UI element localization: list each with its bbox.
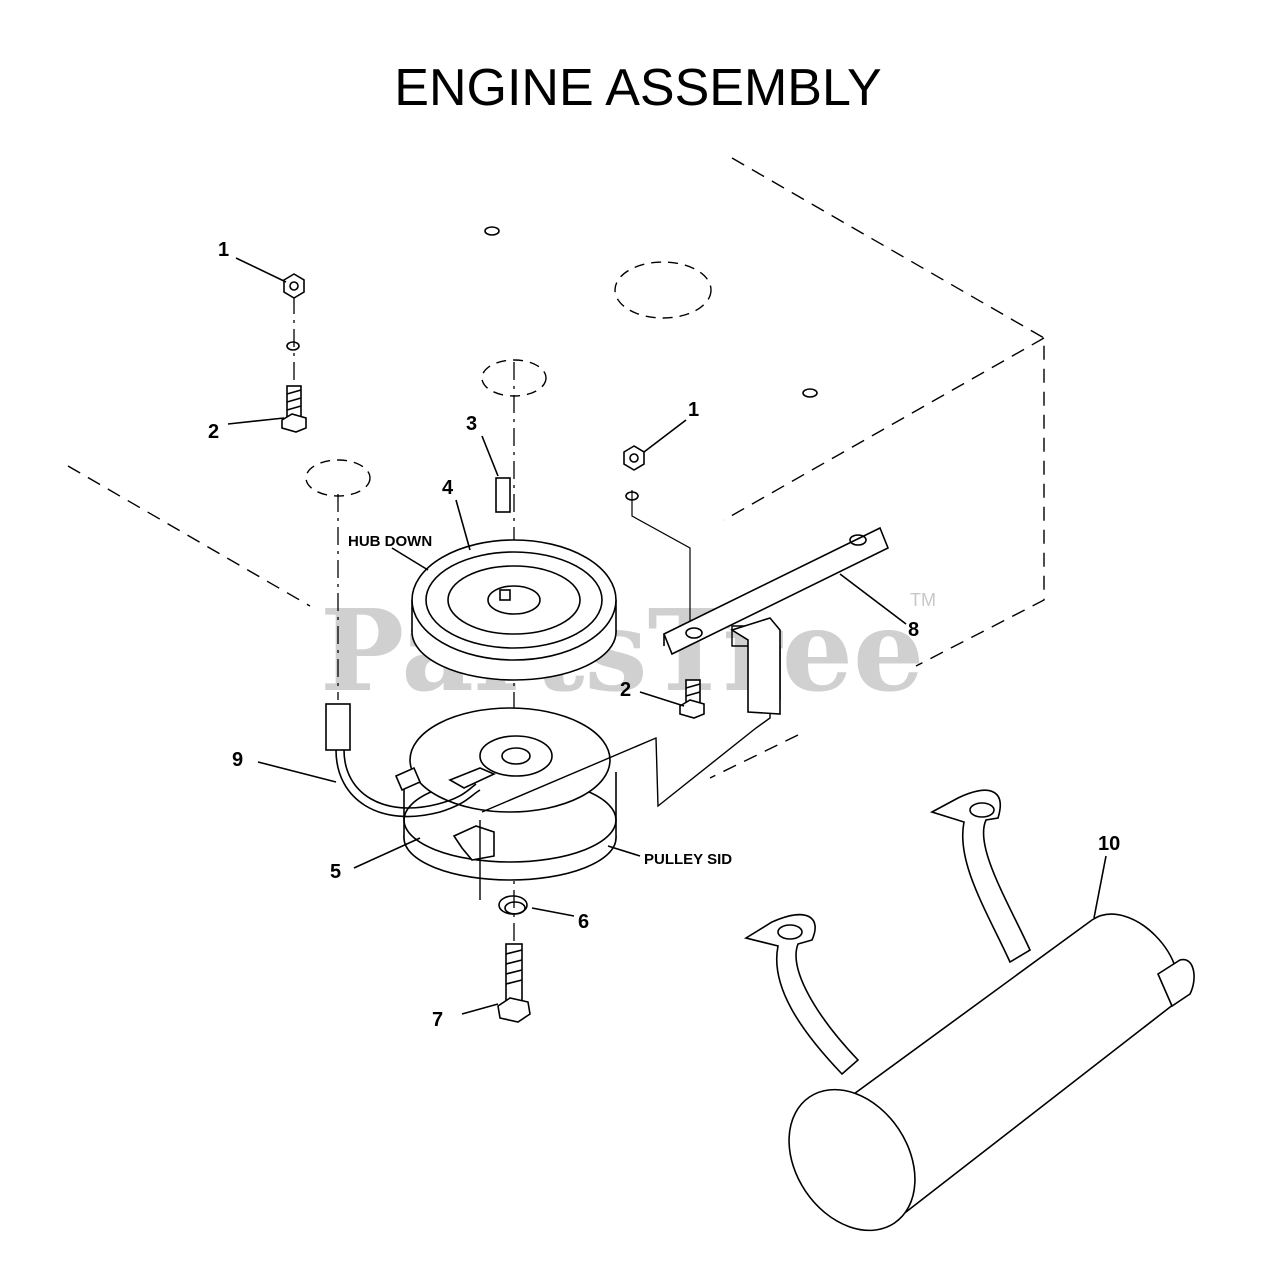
page-title: ENGINE ASSEMBLY [394, 59, 882, 117]
callout-6: 6 [578, 911, 589, 933]
callout-1-right: 1 [688, 399, 699, 421]
lock-nut-right [623, 445, 645, 501]
key [495, 477, 511, 513]
callout-7: 7 [432, 1009, 443, 1031]
lock-nut-left [283, 273, 305, 351]
callout-2-right: 2 [620, 679, 631, 701]
snap-ring [498, 895, 528, 915]
callout-2-left: 2 [208, 421, 219, 443]
callout-8: 8 [908, 619, 919, 641]
callout-4: 4 [442, 477, 454, 499]
muffler [743, 789, 1195, 1232]
watermark-trademark: TM [910, 590, 936, 610]
pulley [411, 539, 617, 681]
bolt-left [281, 385, 307, 433]
leader-lines [227, 257, 1107, 1015]
long-bolt [497, 943, 531, 1023]
callout-3: 3 [466, 413, 477, 435]
callout-5: 5 [330, 861, 341, 883]
bolt-right [679, 679, 705, 719]
wire-harness [325, 703, 496, 818]
callout-9: 9 [232, 749, 243, 771]
engine-deck-outline [67, 157, 1045, 779]
label-hub-down: HUB DOWN [348, 533, 432, 550]
callout-1-left: 1 [218, 239, 229, 261]
label-pulley-side: PULLEY SID [644, 851, 732, 868]
part-labels: HUB DOWN PULLEY SID [348, 533, 732, 868]
clutch-bracket [662, 526, 890, 715]
callout-numbers: 1 2 3 4 1 8 2 9 5 6 7 10 [208, 239, 1120, 1031]
center-lines [293, 296, 691, 1000]
callout-10: 10 [1098, 833, 1120, 855]
